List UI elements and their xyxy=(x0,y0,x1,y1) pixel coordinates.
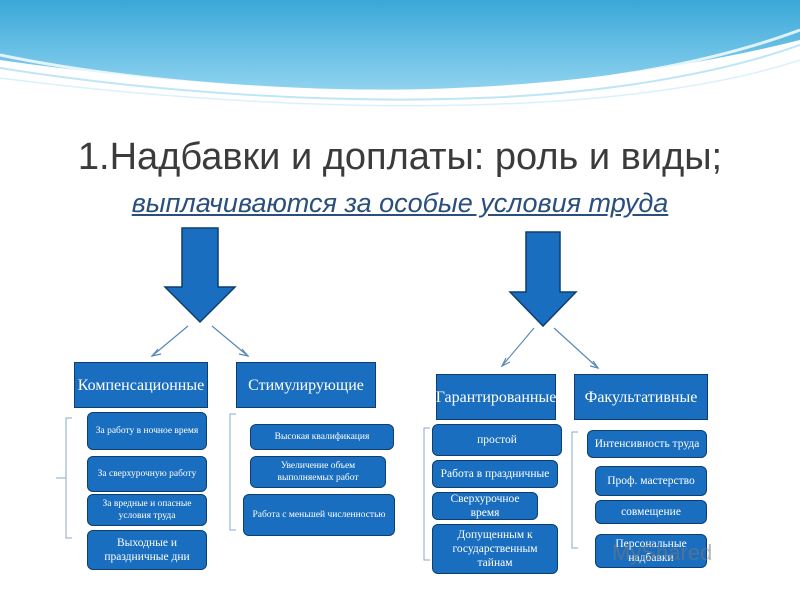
page-subtitle: выплачиваются за особые условия труда xyxy=(131,188,669,218)
item-state-secrets: Допущенным к государственным тайнам xyxy=(432,524,558,574)
item-fewer-staff: Работа с меньшей численностью xyxy=(243,494,395,536)
item-increased-workload: Увеличение объем выполняемых работ xyxy=(250,456,386,488)
item-high-qualification: Высокая квалификация xyxy=(250,424,394,450)
item-overtime: Сверхурочное время xyxy=(432,492,538,520)
watermark: MyShared xyxy=(612,540,713,565)
decorative-wave-banner xyxy=(0,0,800,107)
item-night-work: За работу в ночное время xyxy=(87,412,207,450)
item-hazardous-conditions: За вредные и опасные условия труда xyxy=(87,494,207,526)
arrow-down-right xyxy=(508,231,578,328)
page-title: 1.Надбавки и доплаты: роль и виды; xyxy=(77,136,723,178)
item-professional-skill: Проф. мастерство xyxy=(595,466,707,496)
header-guaranteed: Гарантированные xyxy=(436,374,556,420)
item-downtime: простой xyxy=(432,424,562,456)
header-optional: Факультативные xyxy=(574,374,708,420)
item-work-intensity: Интенсивность труда xyxy=(587,430,707,458)
item-holiday-work: Работа в праздничные xyxy=(432,460,558,488)
header-stimulating: Стимулирующие xyxy=(236,362,376,408)
header-compensatory: Компенсационные xyxy=(74,362,208,408)
arrow-down-left xyxy=(163,227,237,324)
item-overtime-work: За сверхурочную работу xyxy=(87,456,207,492)
item-holidays: Выходные и праздничные дни xyxy=(87,530,207,570)
item-personal-allowances: Персональные надбавки xyxy=(595,534,707,568)
item-combination: совмещение xyxy=(595,500,707,524)
